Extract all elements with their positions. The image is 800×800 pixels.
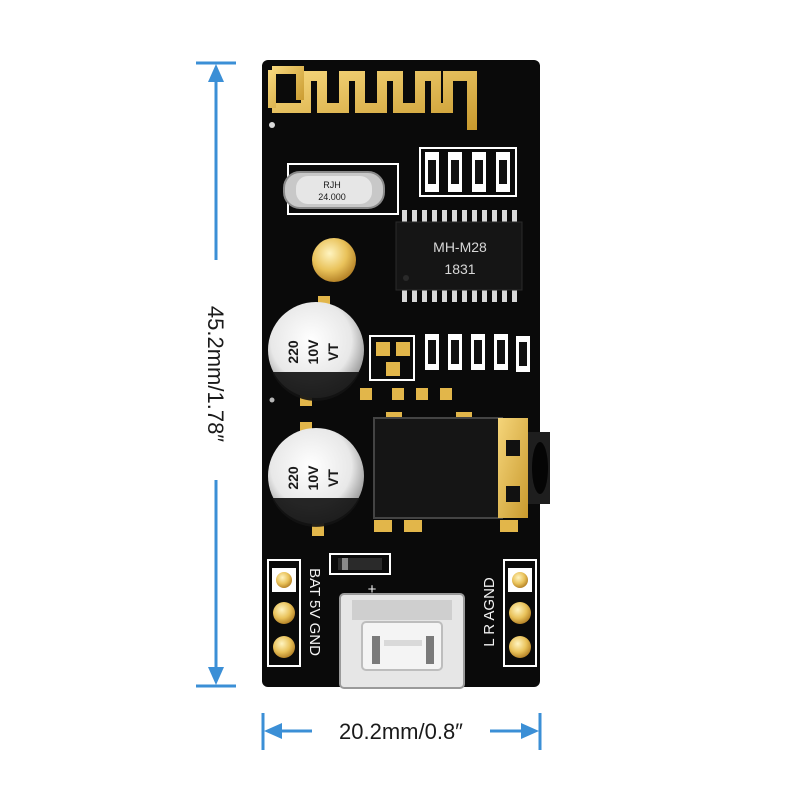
plus-mark: + xyxy=(368,581,377,598)
right-pins-label: L R AGND xyxy=(481,577,498,647)
smd-resistors-top xyxy=(419,147,517,197)
pcb-board xyxy=(262,60,540,687)
capacitor-1: 220 10V VT xyxy=(268,296,364,406)
main-chip: MH-M28 1831 xyxy=(395,210,523,302)
diode: + xyxy=(329,553,391,598)
height-dimension: 45.2mm/1.78″ xyxy=(196,61,236,688)
crystal-label-2: 24.000 xyxy=(318,192,346,202)
height-label: 45.2mm/1.78″ xyxy=(203,306,228,442)
chip-code: 1831 xyxy=(444,261,475,277)
gold-test-pad xyxy=(312,238,356,282)
width-label: 20.2mm/0.8″ xyxy=(339,719,463,744)
crystal-oscillator: RJH 24.000 xyxy=(283,163,399,215)
cap1-series: VT xyxy=(325,343,341,361)
cap2-value: 220 xyxy=(285,466,301,490)
audio-jack xyxy=(373,417,550,532)
antenna-trace xyxy=(272,71,477,130)
cap1-voltage: 10V xyxy=(305,339,321,365)
arrow-up-icon xyxy=(208,64,224,82)
width-dimension: 20.2mm/0.8″ xyxy=(261,713,542,750)
crystal-label-1: RJH xyxy=(323,180,341,190)
right-pin-header: L R AGND xyxy=(481,559,537,667)
micro-usb-port xyxy=(339,593,465,689)
cap2-series: VT xyxy=(325,469,341,487)
left-pins-label: BAT 5V GND xyxy=(306,568,323,656)
cap1-value: 220 xyxy=(285,340,301,364)
capacitor-2: 220 10V VT xyxy=(268,422,364,536)
arrow-right-icon xyxy=(521,723,539,739)
smd-components-middle xyxy=(360,334,530,426)
arrow-left-icon xyxy=(264,723,282,739)
left-pin-header: BAT 5V GND xyxy=(267,559,323,667)
arrow-down-icon xyxy=(208,667,224,685)
chip-model: MH-M28 xyxy=(433,239,487,255)
cap2-voltage: 10V xyxy=(305,465,321,491)
